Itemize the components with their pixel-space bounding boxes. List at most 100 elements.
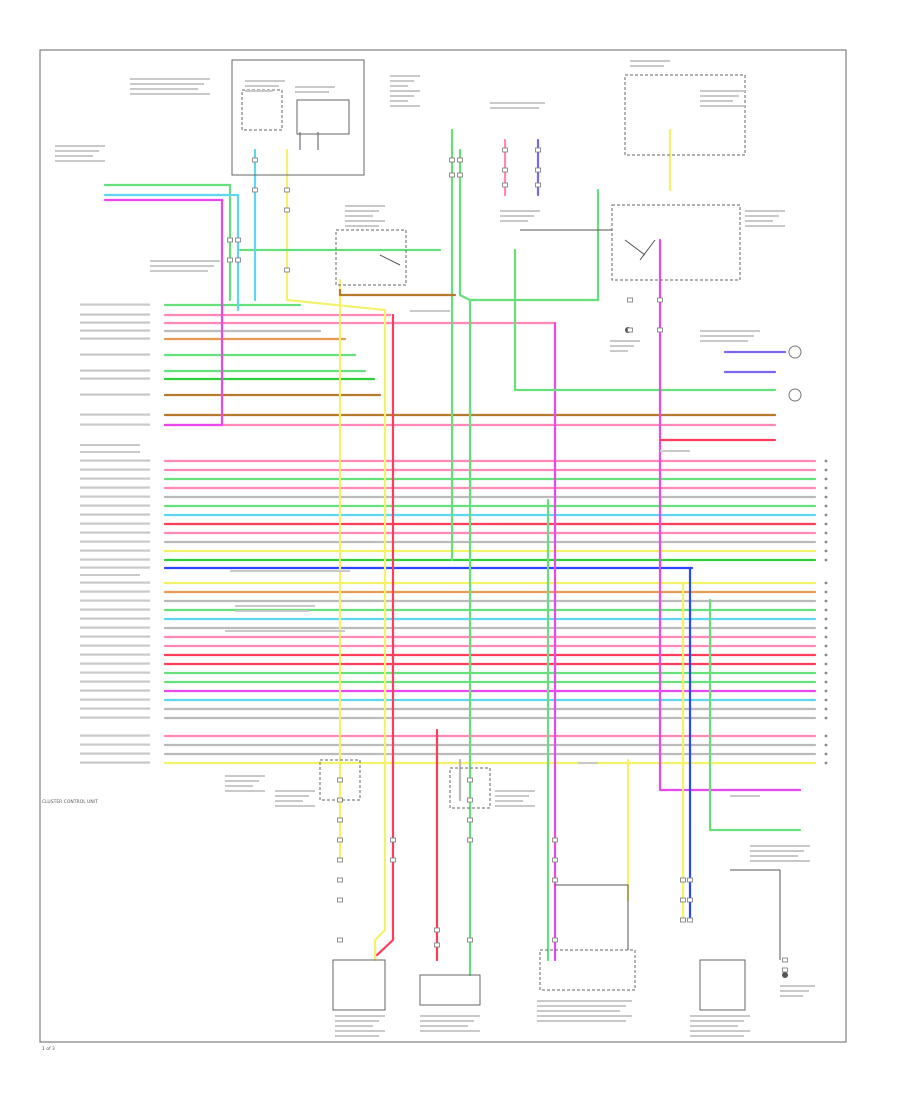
- connector-pin: [284, 267, 290, 273]
- connector-pin: [680, 897, 686, 903]
- fine-print-mark: [80, 707, 150, 710]
- terminal-dot: [824, 734, 828, 738]
- connector-pin: [434, 942, 440, 948]
- terminal-dot: [824, 459, 828, 463]
- fine-print-mark: [80, 574, 140, 576]
- fine-print-mark: [225, 785, 253, 787]
- fine-print-mark: [235, 605, 315, 607]
- fine-print-mark: [780, 995, 803, 997]
- fine-print-mark: [80, 653, 150, 656]
- terminal-dot: [824, 477, 828, 481]
- fine-print-mark: [537, 1015, 632, 1017]
- sensor-box-bottom-4: [699, 959, 746, 1011]
- connector-pin: [627, 297, 633, 303]
- fine-print-mark: [500, 210, 540, 212]
- fine-print-mark: [80, 369, 150, 372]
- brown-link: [338, 288, 457, 297]
- fine-print-mark: [420, 1030, 480, 1032]
- fine-print-mark: [495, 790, 535, 792]
- fine-print-mark: [295, 91, 329, 93]
- connector-pin: [227, 237, 233, 243]
- fine-print-mark: [275, 795, 309, 797]
- connector-pin: [502, 167, 508, 173]
- fine-print-mark: [80, 495, 150, 498]
- fine-print-mark: [80, 617, 150, 620]
- fine-print-mark: [750, 850, 804, 852]
- fine-print-mark: [500, 220, 528, 222]
- fine-print-mark: [80, 644, 150, 647]
- fine-print-mark: [80, 566, 150, 569]
- fine-print-mark: [80, 590, 150, 593]
- fine-print-mark: [420, 1025, 468, 1027]
- connector-pin: [449, 157, 455, 163]
- fine-print-mark: [80, 513, 150, 516]
- connector-pin: [680, 917, 686, 923]
- fine-print-mark: [700, 340, 748, 342]
- connector-pin: [657, 297, 663, 303]
- fine-print-mark: [390, 85, 408, 87]
- terminal-dot: [824, 504, 828, 508]
- connector-pin: [235, 257, 241, 263]
- connector-pin: [252, 157, 258, 163]
- connector-pin: [235, 237, 241, 243]
- terminal-dot: [824, 671, 828, 675]
- fine-print-mark: [275, 790, 315, 792]
- sensor-box-bottom-2: [419, 974, 481, 1006]
- connector-pin: [467, 777, 473, 783]
- fine-print-mark: [750, 855, 798, 857]
- terminal-dot: [824, 680, 828, 684]
- schematic-line: [624, 239, 646, 256]
- fine-print-mark: [80, 608, 150, 611]
- fine-print-mark: [690, 1035, 744, 1037]
- fine-print-mark: [55, 160, 105, 162]
- connector-pin: [782, 967, 788, 973]
- relay-box-right: [611, 204, 741, 281]
- fine-print-mark: [700, 335, 754, 337]
- connector-pin: [627, 327, 633, 333]
- connector-pin: [337, 837, 343, 843]
- fine-print-mark: [495, 805, 535, 807]
- fine-print-mark: [225, 630, 345, 632]
- fine-print-mark: [390, 80, 414, 82]
- connector-pin: [337, 897, 343, 903]
- fine-print-mark: [235, 610, 309, 612]
- fine-print-mark: [537, 1005, 626, 1007]
- fine-print-mark: [345, 225, 379, 227]
- terminal-dot: [824, 599, 828, 603]
- fine-print-mark: [700, 95, 739, 97]
- green-loop: [468, 188, 600, 302]
- terminal-dot: [824, 689, 828, 693]
- fine-print-mark: [275, 800, 303, 802]
- connector-pin: [467, 837, 473, 843]
- fine-print-mark: [537, 1000, 632, 1002]
- fine-print-mark: [80, 716, 150, 719]
- fine-print-mark: [275, 805, 315, 807]
- fine-print-mark: [630, 65, 664, 67]
- fine-print-mark: [700, 330, 760, 332]
- magenta-left: [163, 198, 224, 427]
- fine-print-mark: [80, 581, 150, 584]
- ground-block-mid: [449, 767, 491, 809]
- connector-pin: [657, 327, 663, 333]
- fine-print-mark: [80, 329, 150, 332]
- fine-print-mark: [80, 486, 150, 489]
- fine-print-mark: [690, 1030, 750, 1032]
- fine-print-mark: [245, 80, 285, 82]
- terminal-dot: [824, 549, 828, 553]
- fine-print-mark: [495, 795, 529, 797]
- fine-print-mark: [780, 990, 809, 992]
- page-code: 1 of 3: [42, 1046, 55, 1052]
- terminal-dot: [824, 468, 828, 472]
- fine-print-mark: [130, 93, 210, 95]
- fine-print-mark: [420, 1020, 474, 1022]
- terminal-dot: [824, 644, 828, 648]
- fine-print-mark: [335, 1030, 385, 1032]
- connector-pin: [687, 877, 693, 883]
- fine-print-mark: [80, 423, 150, 426]
- connector-pin: [337, 817, 343, 823]
- fine-print-mark: [80, 752, 150, 755]
- connector-pin: [687, 897, 693, 903]
- terminal-dot: [824, 486, 828, 490]
- terminal-dot: [824, 716, 828, 720]
- fine-print-mark: [690, 1025, 738, 1027]
